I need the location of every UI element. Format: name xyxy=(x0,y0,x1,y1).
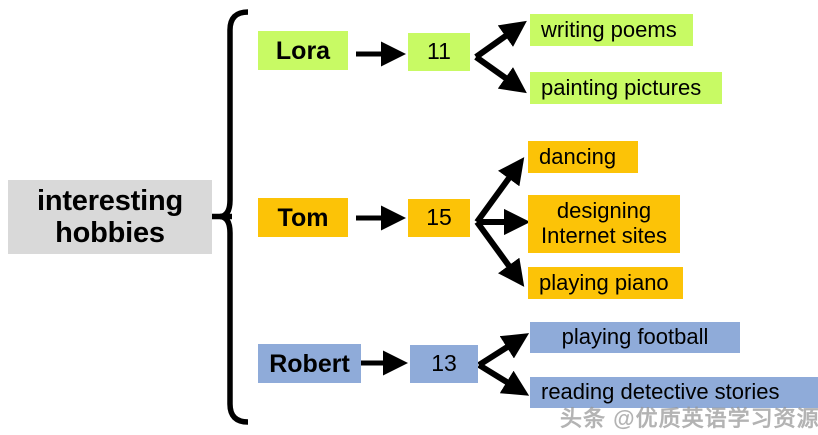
hobby-box-tom-3: playing piano xyxy=(528,267,683,299)
arrow-lora-hobby-1 xyxy=(474,20,527,60)
hobby-box-lora-2: painting pictures xyxy=(530,72,722,104)
arrow-robert-hobby-2 xyxy=(477,362,530,396)
hobby-box-lora-1: writing poems xyxy=(530,14,693,46)
person-box-lora: Lora xyxy=(258,31,348,70)
hobby-box-robert-2: reading detective stories xyxy=(530,377,818,408)
hobby-box-tom-1: dancing xyxy=(528,141,638,173)
number-box-robert: 13 xyxy=(410,345,478,383)
number-box-tom: 15 xyxy=(408,199,470,237)
person-box-robert: Robert xyxy=(258,344,361,383)
root-bracket xyxy=(219,9,249,425)
number-box-lora: 11 xyxy=(408,33,470,71)
arrow-lora-hobby-2 xyxy=(474,54,527,94)
arrow-tom-hobby-1 xyxy=(474,157,525,224)
person-box-tom: Tom xyxy=(258,198,348,237)
arrow-tom-hobby-3 xyxy=(474,220,525,287)
arrow-robert-hobby-1 xyxy=(477,333,530,368)
hobby-box-robert-1: playing football xyxy=(530,322,740,353)
watermark: 头条 @优质英语学习资源 xyxy=(560,406,818,431)
root-node: interesting hobbies xyxy=(8,180,212,254)
hobby-box-tom-2: designing Internet sites xyxy=(528,195,680,253)
